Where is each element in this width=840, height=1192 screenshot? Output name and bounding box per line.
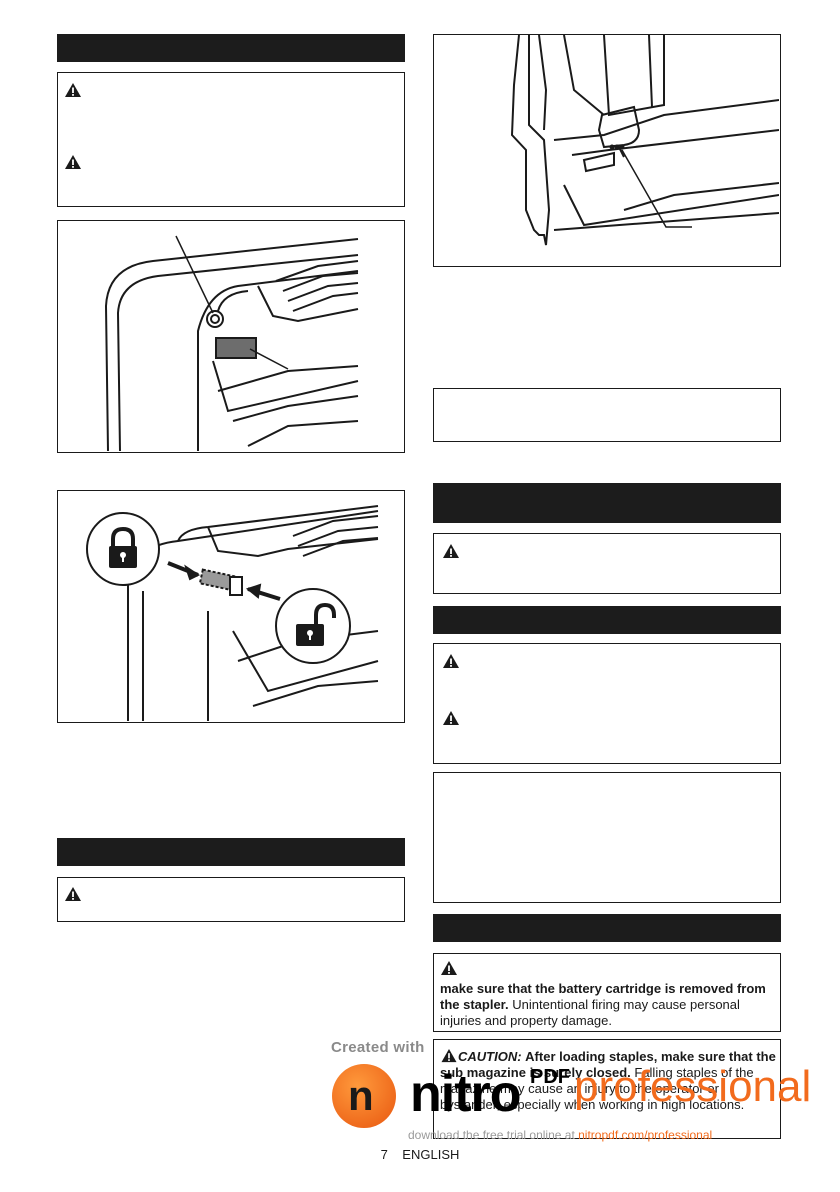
page-footer: 7 ENGLISH xyxy=(380,1147,460,1162)
warning-triangle-icon xyxy=(443,711,459,725)
section-header-bar xyxy=(433,914,781,942)
warning-box xyxy=(57,877,405,922)
warning-box xyxy=(57,72,405,207)
warning-triangle-icon xyxy=(441,961,457,975)
watermark-pdf: PDF xyxy=(530,1066,570,1088)
warning-triangle-icon xyxy=(443,544,459,558)
watermark-download-link[interactable]: nitropdf.com/professional xyxy=(578,1128,713,1142)
watermark-created-with: Created with xyxy=(331,1039,425,1056)
figure-lock-unlock xyxy=(57,490,405,723)
padlock-closed-icon xyxy=(86,512,160,586)
warning-box-remove-battery: make sure that the battery cartridge is … xyxy=(433,953,781,1032)
warning-triangle-icon xyxy=(65,83,81,97)
padlock-open-icon xyxy=(275,588,351,664)
warning-remove-battery-rest: Unintentional firing may cause personal … xyxy=(440,997,740,1028)
watermark-edition: professional xyxy=(574,1062,812,1111)
watermark-download: download the free trial online at nitrop… xyxy=(408,1128,828,1142)
warning-box xyxy=(433,533,781,594)
note-box xyxy=(433,388,781,442)
warning-triangle-icon xyxy=(65,887,81,901)
section-header-bar xyxy=(433,606,781,634)
warning-remove-battery-bold: make sure that the battery cartridge is … xyxy=(440,981,766,1012)
note-box xyxy=(433,772,781,903)
section-header-bar xyxy=(57,34,405,62)
section-header-bar xyxy=(433,483,781,523)
nitro-logo-icon: n xyxy=(332,1064,396,1128)
caution-staples-rest: Falling staples of the magazine may caus… xyxy=(440,1065,754,1112)
figure-tool-side xyxy=(433,34,781,267)
warning-box xyxy=(433,643,781,764)
figure-safety-lever xyxy=(57,220,405,453)
caution-box-staples: CAUTION: After loading staples, make sur… xyxy=(433,1039,781,1139)
watermark-download-text: download the free trial online at xyxy=(408,1128,575,1142)
warning-triangle-icon xyxy=(65,155,81,169)
caution-label: CAUTION: xyxy=(458,1049,522,1064)
warning-triangle-icon xyxy=(441,1048,457,1063)
watermark-brand: nitro xyxy=(410,1065,522,1123)
caution-staples-bold: After loading staples, make sure that th… xyxy=(440,1049,776,1080)
warning-triangle-icon xyxy=(443,654,459,668)
caution-staples-text: CAUTION: After loading staples, make sur… xyxy=(440,1048,776,1113)
warning-remove-battery-text: make sure that the battery cartridge is … xyxy=(440,981,776,1029)
section-header-bar xyxy=(57,838,405,866)
